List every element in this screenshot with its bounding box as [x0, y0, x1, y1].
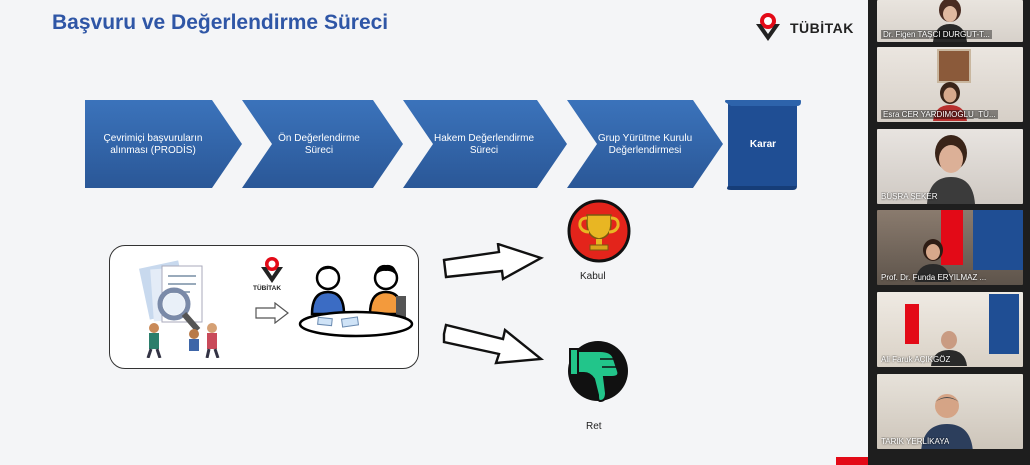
participant-name: Dr. Figen TAŞCI DURGUT-T...: [881, 30, 992, 39]
institution-banner: [989, 294, 1019, 354]
process-step-4-shape: [567, 100, 723, 188]
turkish-flag: [941, 210, 963, 265]
wall-painting: [937, 49, 971, 83]
participant-video-icon: [933, 0, 967, 42]
participant-video-icon: [933, 82, 967, 121]
turkish-flag: [905, 304, 919, 344]
participant-name: Esra CER YARDIMOĞLU_TÜ...: [881, 110, 998, 119]
logo-text: TÜBİTAK: [790, 20, 854, 36]
reject-label: Ret: [586, 421, 602, 432]
participant-tile[interactable]: Dr. Figen TAŞCI DURGUT-T...: [877, 0, 1023, 42]
slide-bottom-bar: [0, 455, 868, 465]
participant-name: TARIK YERLİKAYA: [881, 437, 950, 446]
karar-scroll-shape: [725, 100, 801, 190]
tubitak-logo: TÜBİTAK: [754, 12, 853, 42]
process-step-3-shape: [403, 100, 567, 188]
process-flow: Çevrimiçi başvuruların alınması (PRODİS)…: [85, 100, 805, 190]
interview-people-icon: [298, 264, 414, 338]
participant-tile[interactable]: BÜŞRA ŞEKER: [877, 129, 1023, 204]
participant-strip: Dr. Figen TAŞCI DURGUT-T... Esra CER YAR…: [868, 0, 1030, 465]
process-step-4-label: Grup Yürütme Kurulu Değerlendirmesi: [597, 133, 693, 156]
process-step-5-label: Karar: [749, 139, 777, 150]
mini-tubitak-emblem-icon: [261, 257, 283, 283]
process-step-2-shape: [242, 100, 403, 188]
trophy-icon: [567, 199, 631, 263]
participant-video-icon: [931, 331, 967, 366]
application-scene: TÜBİTAK: [109, 245, 419, 369]
participant-video-icon: [921, 394, 973, 449]
participant-name: BÜŞRA ŞEKER: [881, 192, 938, 201]
reject-arrow-icon: [442, 323, 545, 365]
accept-arrow-icon: [442, 243, 544, 281]
process-step-1-shape: [85, 100, 242, 188]
slide-title: Başvuru ve Değerlendirme Süreci: [52, 11, 389, 34]
participant-name: Prof. Dr. Funda ERYILMAZ ...: [881, 273, 987, 282]
right-arrow-icon: [255, 302, 289, 324]
participant-name: Ali Faruk AÇIKGÖZ: [881, 355, 951, 364]
participant-tile[interactable]: TARIK YERLİKAYA: [877, 374, 1023, 449]
participant-tile[interactable]: Prof. Dr. Funda ERYILMAZ ...: [877, 210, 1023, 285]
thumbs-down-icon: [568, 341, 628, 403]
mini-logo-text: TÜBİTAK: [253, 285, 282, 292]
process-step-3-label: Hakem Değerlendirme Süreci: [433, 133, 535, 156]
process-step-1-label: Çevrimiçi başvuruların alınması (PRODİS): [103, 133, 203, 156]
accept-label: Kabul: [580, 271, 606, 282]
tubitak-emblem-icon: [756, 13, 780, 41]
presentation-slide: Başvuru ve Değerlendirme Süreci TÜBİTAK: [0, 0, 868, 465]
participant-video-icon: [927, 135, 975, 204]
institution-banner: [973, 210, 1023, 270]
brand-red-strip: [836, 457, 868, 465]
participant-video-icon: [915, 239, 951, 282]
participant-tile[interactable]: Ali Faruk AÇIKGÖZ: [877, 292, 1023, 367]
documents-magnifier-icon: [139, 260, 220, 358]
participant-tile[interactable]: Esra CER YARDIMOĞLU_TÜ...: [877, 47, 1023, 122]
process-step-2-label: Ön Değerlendirme Süreci: [278, 133, 360, 156]
